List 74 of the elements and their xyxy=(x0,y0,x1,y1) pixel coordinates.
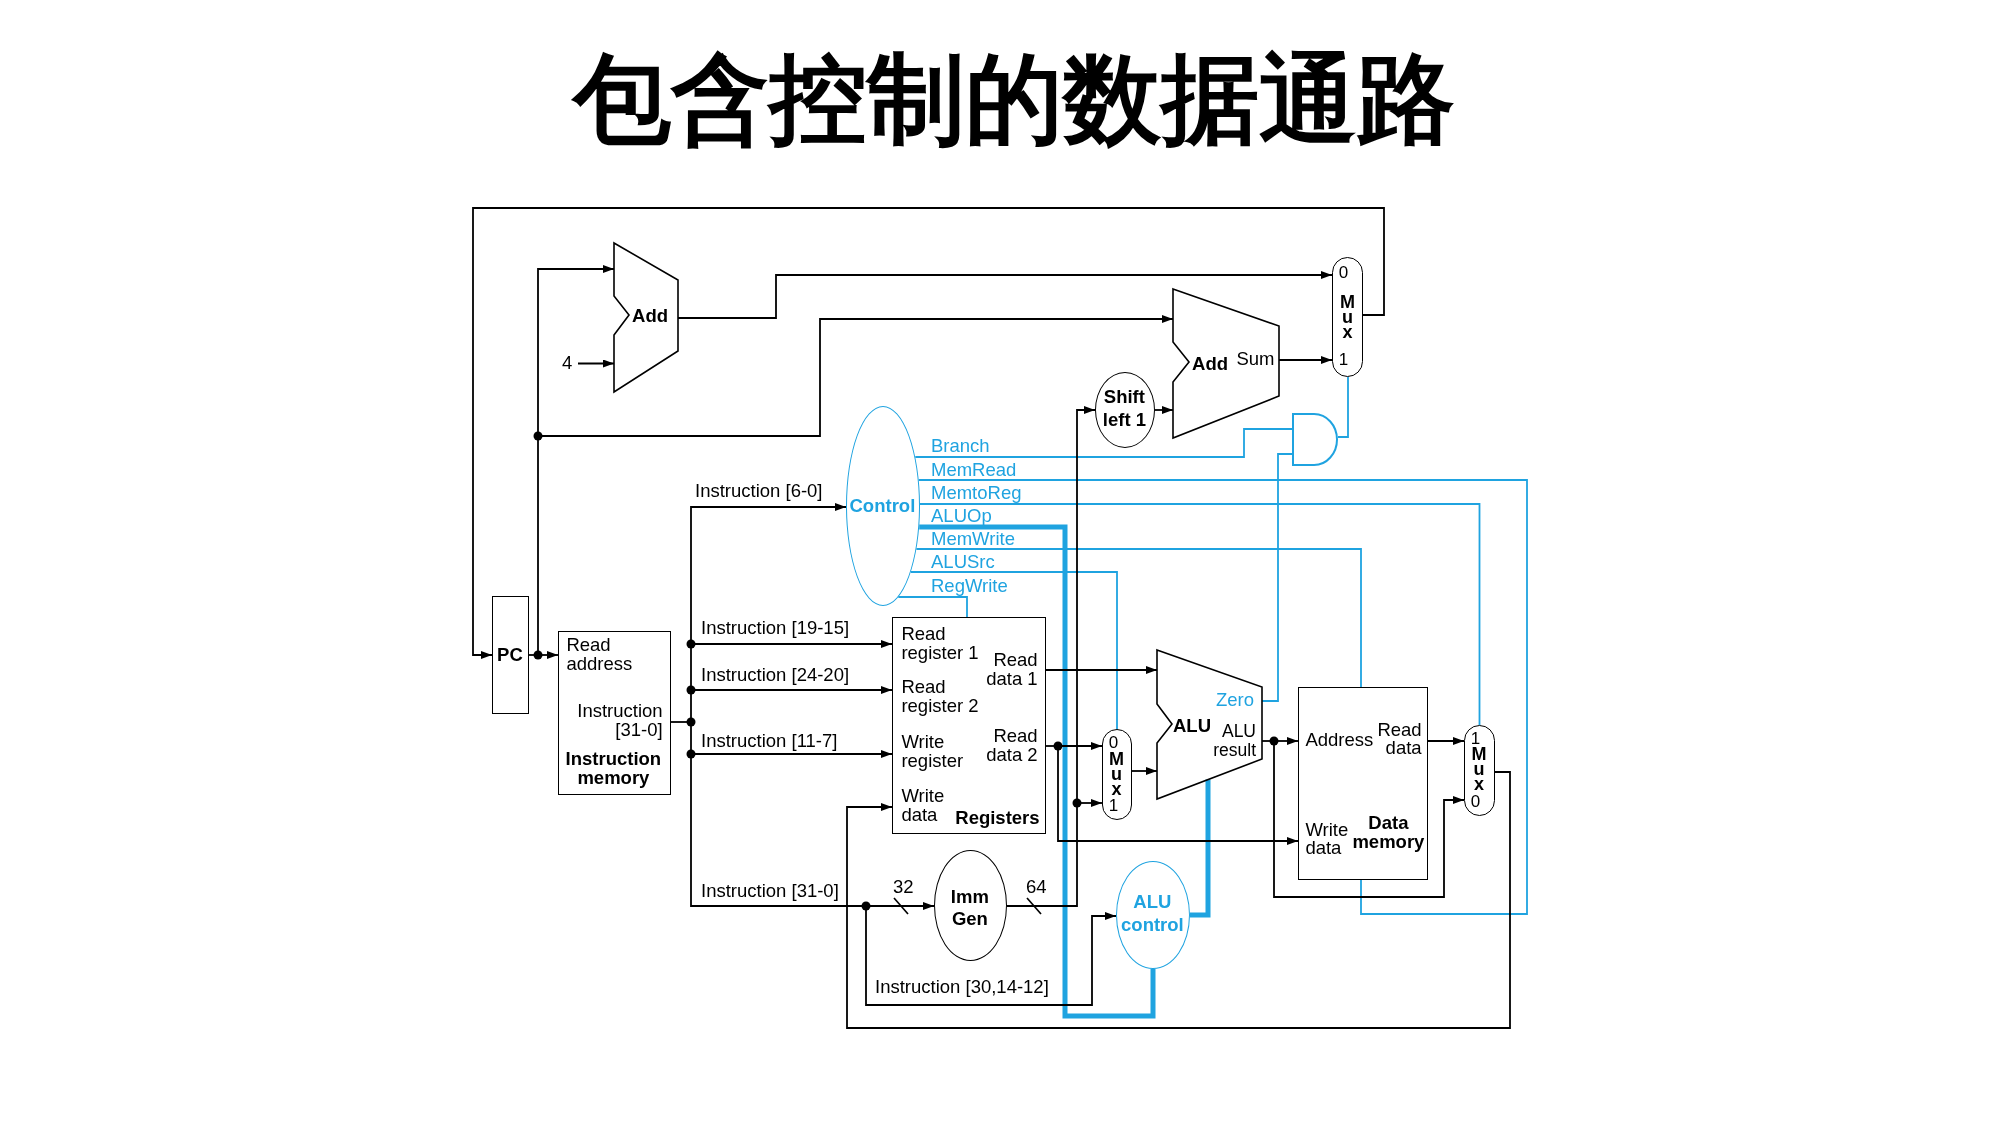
unit-label: Shift left 1 xyxy=(1102,386,1146,432)
arrow xyxy=(1278,356,1333,364)
signal-line xyxy=(1190,779,1211,918)
port-label: Read register 2 xyxy=(901,677,979,716)
unit-label: Imm Gen xyxy=(950,885,989,930)
arrow xyxy=(1045,666,1158,674)
edge-label: Instruction [30,14-12] xyxy=(875,977,1049,996)
edge-label: Instruction [11-7] xyxy=(701,731,838,750)
port-label: Read address xyxy=(566,634,633,673)
arrow xyxy=(846,771,1511,1029)
port-label: Write data xyxy=(1305,820,1349,858)
input-number: 1 xyxy=(1338,350,1349,370)
unit-label: Add xyxy=(632,305,668,325)
port-label: Instruction [31-0] xyxy=(577,701,663,740)
mux-label: Mux xyxy=(1108,751,1124,797)
edge-label: Instruction [24-20] xyxy=(701,664,850,684)
input-number: 0 xyxy=(1338,262,1349,282)
unit-label: Instruction memory xyxy=(565,749,662,788)
edge-label: Instruction [31-0] xyxy=(701,880,839,900)
input-number: 0 xyxy=(1108,733,1119,753)
unit-label: PC xyxy=(497,644,523,664)
mux-label: Mux xyxy=(1339,294,1355,340)
signal-line xyxy=(1337,376,1349,438)
port-label: ALU result xyxy=(1213,721,1256,761)
unit-label: Control xyxy=(849,496,916,516)
signal-label: MemtoReg xyxy=(931,483,1022,502)
title: 包含控制的数据通路 xyxy=(573,41,1455,158)
unit-label: Add xyxy=(1192,353,1228,373)
signal-line xyxy=(909,571,1118,730)
input-number: 0 xyxy=(1470,792,1481,812)
edge-label: Instruction [19-15] xyxy=(701,618,850,637)
memory-block xyxy=(558,631,671,795)
register-file-block xyxy=(892,617,1046,834)
signal-label: MemRead xyxy=(931,459,1017,479)
unit-label: Data memory xyxy=(1352,813,1425,852)
signal-label: Branch xyxy=(931,435,990,455)
unit-ellipse xyxy=(934,850,1007,961)
signal-label: MemWrite xyxy=(931,528,1015,548)
arrow xyxy=(1154,406,1174,414)
arrow xyxy=(1131,767,1158,775)
port-label: Read data xyxy=(1377,720,1422,758)
port-label: Read data 1 xyxy=(986,649,1038,688)
port-label: Zero xyxy=(1215,689,1254,709)
constant-label: 4 xyxy=(562,352,573,374)
arrow xyxy=(577,359,615,368)
mux-label: Mux xyxy=(1471,746,1487,792)
bus-width-label: 64 xyxy=(1026,877,1047,896)
memory-block xyxy=(1298,687,1428,880)
signal-line xyxy=(917,479,1528,915)
register-box xyxy=(492,596,529,714)
signal-line xyxy=(914,428,1293,458)
port-label: Read data 2 xyxy=(986,725,1038,764)
unit-label: Registers xyxy=(955,808,1040,828)
signal-line xyxy=(915,548,1362,688)
port-label: Write register xyxy=(901,731,964,770)
unit-label: ALU xyxy=(1173,715,1211,735)
signal-label: ALUSrc xyxy=(931,552,995,571)
input-number: 1 xyxy=(1108,796,1119,816)
port-label: Sum xyxy=(1236,348,1275,368)
signal-line xyxy=(897,596,968,618)
edge-label: Instruction [6-0] xyxy=(695,480,823,500)
signal-line xyxy=(1261,453,1293,702)
signal-line xyxy=(919,524,1156,1019)
port-label: Read register 1 xyxy=(901,623,979,662)
port-label: Write data xyxy=(901,785,945,824)
arrow xyxy=(677,271,1333,319)
signal-label: RegWrite xyxy=(931,575,1008,595)
signal-label: ALUOp xyxy=(931,506,992,525)
port-label: Address xyxy=(1305,729,1374,749)
bus-width-label: 32 xyxy=(893,877,914,896)
arrow xyxy=(1427,737,1465,745)
unit-label: ALU control xyxy=(1121,890,1184,937)
signal-line xyxy=(919,503,1481,726)
input-number: 1 xyxy=(1470,728,1481,748)
